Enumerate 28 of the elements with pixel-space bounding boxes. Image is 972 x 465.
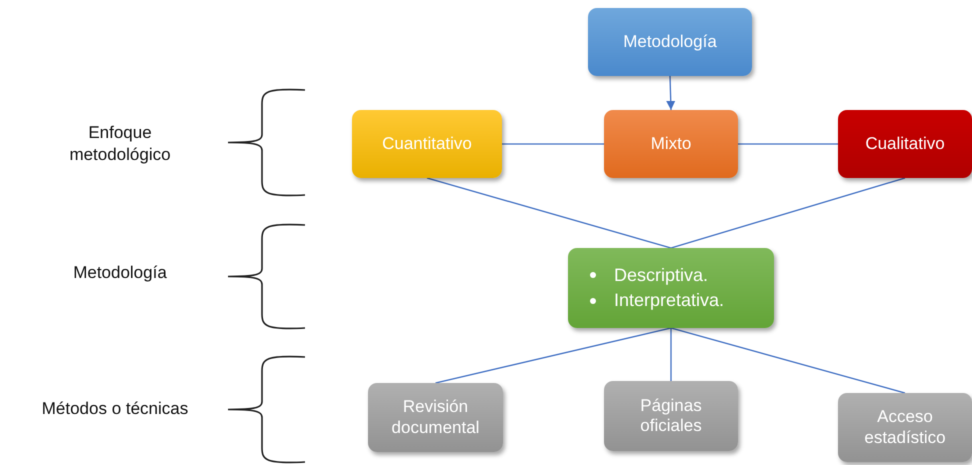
connector-line <box>435 327 672 384</box>
process-box <box>604 381 738 451</box>
connector-line <box>738 143 838 145</box>
row-label: Métodos o técnicas <box>40 398 190 420</box>
row-label: Metodología <box>72 262 168 284</box>
connector-line <box>670 328 672 381</box>
process-box <box>838 393 972 462</box>
node-label: Metodología <box>623 32 717 52</box>
node-label: Cuantitativo <box>382 134 472 154</box>
node-label: Mixto <box>650 134 692 154</box>
process-box <box>838 110 972 178</box>
list-box <box>568 248 774 328</box>
row-label: Enfoque metodológico <box>68 122 172 166</box>
node-label: Acceso estadístico <box>863 407 947 448</box>
node-label: Páginas oficiales <box>639 396 703 436</box>
node-label: Revisión documental <box>390 397 480 438</box>
process-box <box>588 8 752 76</box>
list-item: Descriptiva. <box>614 264 708 287</box>
process-box <box>368 383 503 452</box>
process-box <box>352 110 502 178</box>
connector-line <box>502 143 604 145</box>
connector-line <box>670 177 906 249</box>
node-label: Cualitativo <box>865 134 945 154</box>
list-item: Interpretativa. <box>614 289 724 312</box>
connector-line <box>426 177 672 249</box>
process-box <box>604 110 738 178</box>
arrow <box>666 76 676 110</box>
connector-line <box>670 327 906 394</box>
